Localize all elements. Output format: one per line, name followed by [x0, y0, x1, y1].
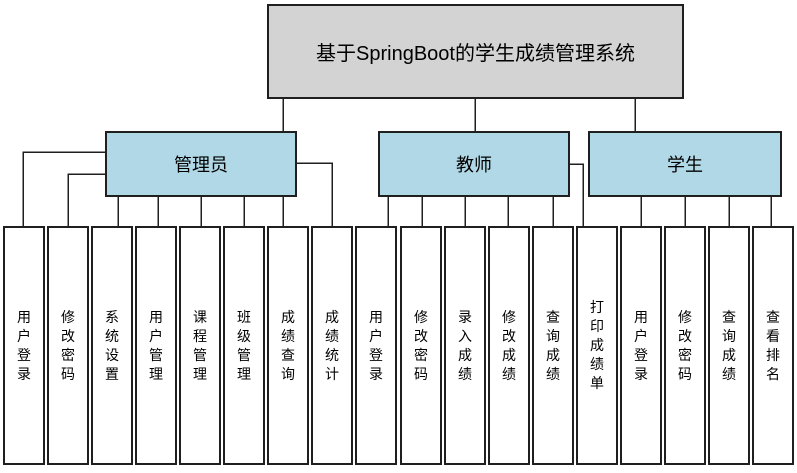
function-node-admin-course-management: 课程管理: [179, 226, 221, 465]
root-node: 基于SpringBoot的学生成绩管理系统: [267, 4, 684, 99]
function-label: 修改密码: [677, 308, 692, 382]
function-label: 查询成绩: [545, 308, 560, 382]
function-label: 录入成绩: [457, 308, 472, 382]
function-node-admin-user-management: 用户管理: [135, 226, 177, 465]
function-node-student-change-password: 修改密码: [664, 226, 706, 465]
function-label: 用户登录: [633, 308, 648, 382]
connector-line: [67, 173, 105, 226]
role-node-admin-label: 管理员: [174, 155, 228, 175]
function-label: 查看排名: [765, 308, 780, 382]
function-node-student-query-grades: 查询成绩: [708, 226, 750, 465]
function-node-admin-grade-query: 成绩查询: [267, 226, 309, 465]
role-node-admin: 管理员: [105, 131, 297, 197]
function-node-admin-change-password: 修改密码: [47, 226, 89, 465]
function-node-teacher-modify-grades: 修改成绩: [488, 226, 530, 465]
function-label: 查询成绩: [721, 308, 736, 382]
function-label: 修改密码: [413, 308, 428, 382]
function-label: 成绩查询: [280, 308, 295, 382]
connector-line: [297, 162, 333, 226]
function-node-admin-user-login: 用户登录: [3, 226, 45, 465]
connector-line: [22, 151, 105, 226]
function-label: 修改成绩: [501, 308, 516, 382]
function-node-teacher-query-grades: 查询成绩: [532, 226, 574, 465]
root-node-label: 基于SpringBoot的学生成绩管理系统: [316, 43, 635, 65]
function-node-student-user-login: 用户登录: [620, 226, 662, 465]
function-label: 打印成绩单: [589, 299, 604, 391]
function-node-teacher-enter-grades: 录入成绩: [444, 226, 486, 465]
function-label: 成绩统计: [324, 308, 339, 382]
role-node-student-label: 学生: [667, 155, 703, 175]
function-node-admin-system-settings: 系统设置: [91, 226, 133, 465]
function-node-teacher-print-transcript: 打印成绩单: [576, 226, 618, 465]
function-label: 用户登录: [16, 308, 31, 382]
function-node-teacher-user-login: 用户登录: [355, 226, 397, 465]
role-node-teacher-label: 教师: [456, 155, 492, 175]
function-node-student-view-ranking: 查看排名: [752, 226, 794, 465]
function-label: 课程管理: [192, 308, 207, 382]
function-node-teacher-change-password: 修改密码: [400, 226, 442, 465]
role-node-teacher: 教师: [378, 131, 570, 197]
function-label: 系统设置: [104, 308, 119, 382]
function-label: 修改密码: [60, 308, 75, 382]
function-node-admin-class-management: 班级管理: [223, 226, 265, 465]
connector-line: [570, 163, 584, 226]
function-label: 班级管理: [236, 308, 251, 382]
function-label: 用户管理: [148, 308, 163, 382]
function-node-admin-grade-statistics: 成绩统计: [311, 226, 353, 465]
function-label: 用户登录: [368, 308, 383, 382]
role-node-student: 学生: [588, 131, 782, 197]
